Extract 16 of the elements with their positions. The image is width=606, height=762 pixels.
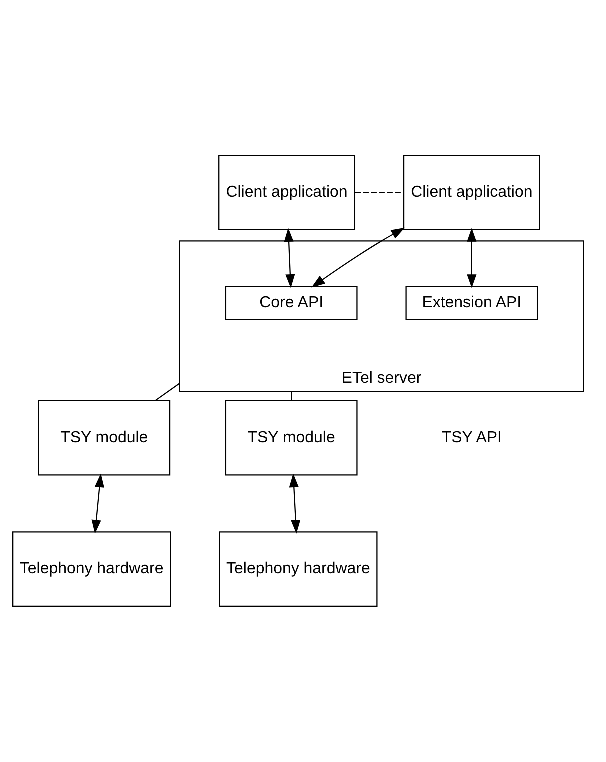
node-box: Telephony hardware <box>12 532 172 607</box>
arrow <box>467 228 477 288</box>
node-box: Telephony hardware <box>219 532 378 607</box>
node-box: Client application <box>403 155 540 230</box>
arrow <box>92 474 104 534</box>
arrow <box>284 228 296 288</box>
arrow <box>289 474 301 534</box>
node-box: TSY module <box>38 400 171 476</box>
arrow <box>312 228 406 288</box>
connector <box>154 383 180 402</box>
node-box: Client application <box>218 155 356 230</box>
connector <box>355 192 404 194</box>
node-box: Extension API <box>406 286 538 320</box>
node-box: Core API <box>225 286 358 320</box>
label: TSY API <box>442 429 502 446</box>
node-box: TSY module <box>225 400 358 476</box>
